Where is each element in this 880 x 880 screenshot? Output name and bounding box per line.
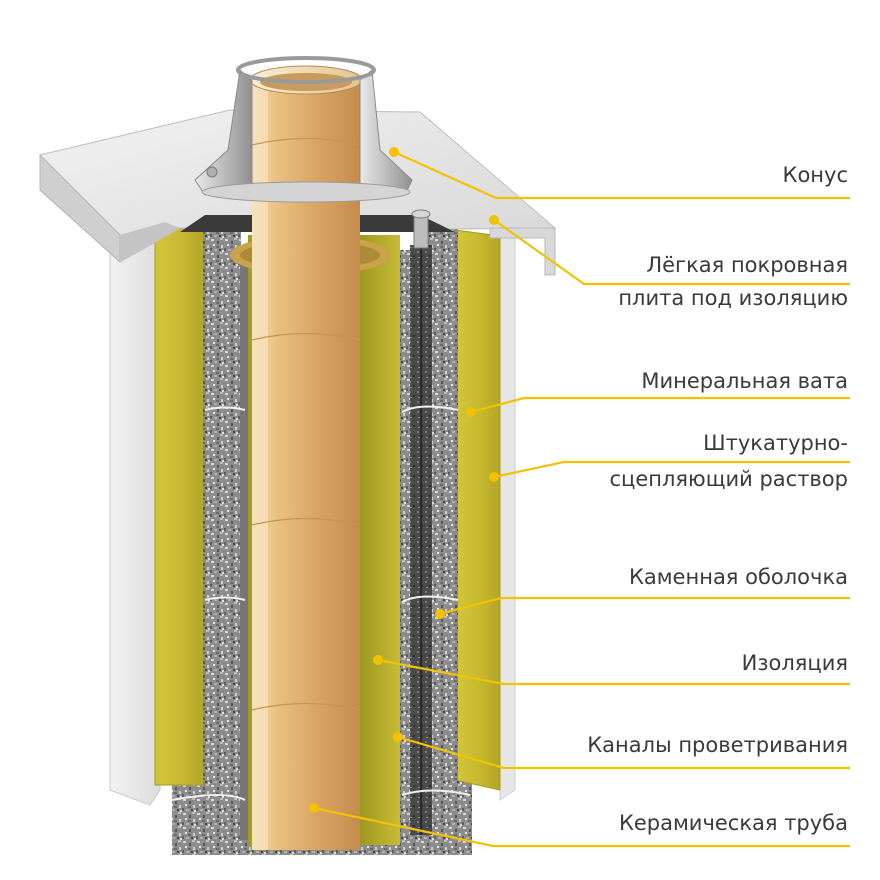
leader-ventilation — [397, 735, 850, 770]
label-plaster-line2: сцепляющий раствор — [609, 467, 848, 491]
label-insulation: Изоляция — [742, 651, 848, 675]
leader-ceramic-pipe — [313, 806, 850, 848]
stone-joints — [171, 405, 471, 801]
leader-lines — [313, 150, 850, 848]
cone — [194, 56, 413, 203]
labels: Конус Лёгкая покровная плита под изоляци… — [587, 163, 848, 835]
ceramic-pipe — [249, 65, 363, 850]
ventilation-channels — [410, 245, 432, 835]
label-cover-plate-line1: Лёгкая покровная — [646, 253, 848, 277]
label-stone-shell: Каменная оболочка — [629, 565, 848, 589]
leader-stone-shell — [439, 596, 850, 616]
label-ceramic-pipe: Керамическая труба — [619, 811, 848, 835]
label-ventilation-channels: Каналы проветривания — [587, 733, 848, 757]
label-plaster-line1: Штукатурно- — [703, 431, 848, 455]
leader-insulation — [377, 658, 850, 686]
label-cover-plate-line2: плита под изоляцию — [618, 286, 848, 310]
leader-cone — [393, 150, 850, 200]
leader-dots — [309, 147, 499, 813]
leader-cover-plate — [493, 219, 850, 286]
vent-cap — [411, 209, 431, 249]
leader-mineral-wool — [470, 396, 850, 414]
leader-plaster — [493, 460, 850, 479]
label-mineral-wool: Минеральная вата — [641, 369, 848, 393]
label-cone: Конус — [783, 163, 848, 187]
mineral-wool-layer — [154, 223, 501, 791]
